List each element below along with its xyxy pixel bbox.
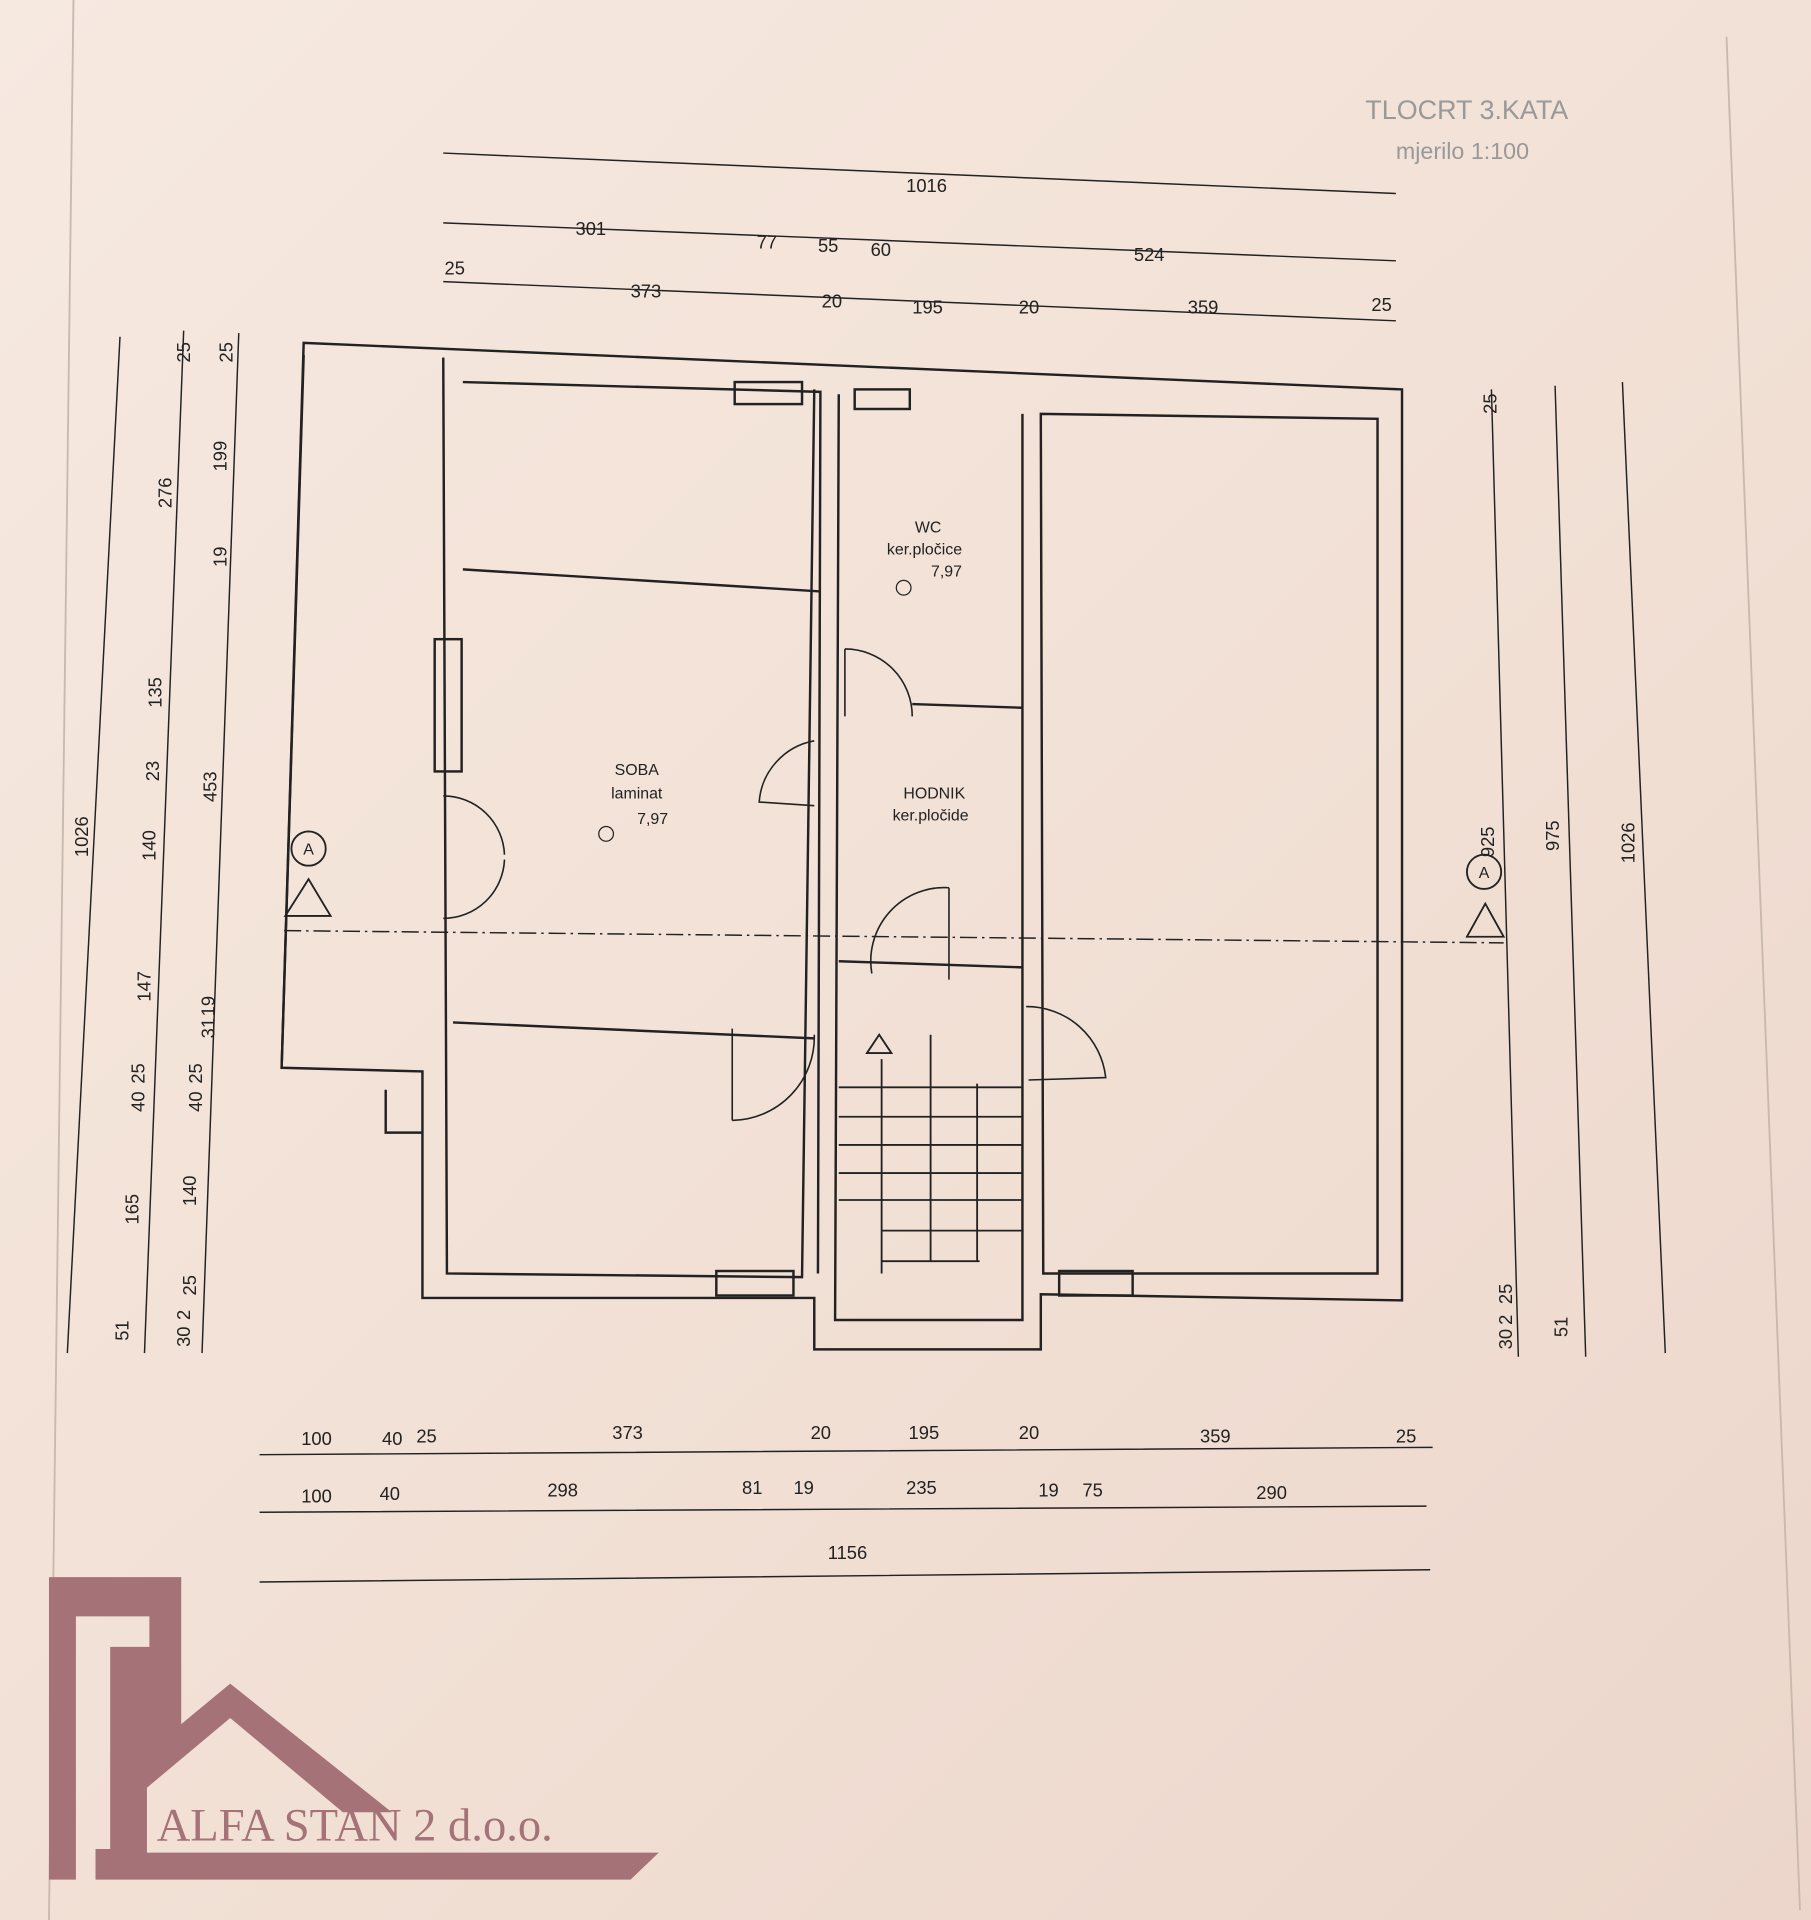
svg-text:laminat: laminat (611, 785, 663, 802)
svg-text:51: 51 (112, 1320, 133, 1340)
svg-text:276: 276 (154, 478, 175, 509)
dims-left: 1026 276 135 23 140 147 40 25 165 51 199… (71, 342, 236, 1347)
windows (433, 380, 1134, 1297)
svg-text:SOBA: SOBA (615, 762, 660, 779)
room-label-wc: WC ker.pločice 7,97 (887, 520, 962, 596)
dims-bottom-3: 1156 (828, 1542, 867, 1563)
svg-text:19: 19 (210, 547, 231, 567)
section-marker-right: A (1465, 853, 1506, 938)
svg-text:7,97: 7,97 (637, 811, 668, 828)
svg-text:1016: 1016 (906, 175, 947, 196)
walls (280, 341, 1404, 1351)
svg-text:25: 25 (444, 257, 464, 278)
dims-top-3: 25 373 20 195 20 359 25 (444, 257, 1391, 317)
company-logo: ALFA STAN 2 d.o.o. (48, 1577, 659, 1880)
svg-text:359: 359 (1188, 296, 1219, 317)
svg-text:25: 25 (127, 1063, 148, 1083)
svg-text:40: 40 (382, 1428, 402, 1449)
svg-text:100: 100 (301, 1428, 332, 1449)
svg-text:1026: 1026 (1618, 822, 1639, 863)
svg-text:A: A (303, 842, 314, 859)
svg-text:31: 31 (197, 1018, 218, 1038)
svg-text:2: 2 (173, 1310, 194, 1320)
svg-text:60: 60 (871, 239, 891, 260)
svg-text:25: 25 (1396, 1425, 1416, 1446)
svg-text:30: 30 (1495, 1329, 1516, 1349)
svg-text:1156: 1156 (828, 1542, 867, 1563)
svg-text:75: 75 (1082, 1479, 1102, 1500)
doors (443, 648, 1107, 1122)
svg-text:373: 373 (612, 1422, 643, 1443)
svg-text:359: 359 (1200, 1425, 1231, 1446)
svg-text:40: 40 (185, 1091, 206, 1111)
svg-text:20: 20 (811, 1422, 831, 1443)
plan-scale: mjerilo 1:100 (1396, 138, 1529, 164)
svg-text:40: 40 (127, 1091, 148, 1111)
svg-text:373: 373 (631, 281, 662, 302)
svg-text:195: 195 (912, 296, 943, 317)
svg-text:7,97: 7,97 (931, 564, 962, 581)
svg-text:40: 40 (380, 1483, 400, 1504)
svg-text:19: 19 (1038, 1479, 1058, 1500)
svg-text:25: 25 (179, 1275, 200, 1295)
svg-text:25: 25 (216, 342, 237, 362)
svg-text:55: 55 (818, 235, 838, 256)
svg-text:ker.pločice: ker.pločice (887, 542, 962, 559)
dims-bottom-1: 100 40 25 373 20 195 20 359 25 (301, 1422, 1416, 1449)
svg-text:20: 20 (822, 290, 842, 311)
svg-text:235: 235 (906, 1477, 937, 1498)
svg-text:25: 25 (1479, 393, 1500, 413)
svg-text:25: 25 (185, 1063, 206, 1083)
section-line (284, 929, 1504, 944)
svg-text:HODNIK: HODNIK (903, 785, 965, 802)
svg-text:51: 51 (1550, 1317, 1571, 1337)
svg-text:100: 100 (301, 1485, 332, 1506)
svg-text:23: 23 (142, 761, 163, 781)
svg-text:WC: WC (915, 520, 942, 537)
svg-text:975: 975 (1542, 820, 1563, 851)
svg-text:25: 25 (173, 342, 194, 362)
svg-text:20: 20 (1019, 296, 1039, 317)
svg-text:195: 195 (909, 1422, 940, 1443)
svg-text:25: 25 (1371, 294, 1391, 315)
svg-text:301: 301 (576, 218, 607, 239)
svg-text:199: 199 (210, 441, 231, 472)
svg-text:77: 77 (757, 232, 777, 253)
svg-text:453: 453 (200, 771, 221, 802)
dims-right: 25 925 975 1026 30 2 25 51 (1477, 393, 1639, 1349)
svg-text:20: 20 (1019, 1422, 1039, 1443)
stairs (838, 1033, 1023, 1274)
svg-text:30: 30 (173, 1327, 194, 1347)
dims-top-1: 1016 (906, 175, 947, 196)
paper-edge (1725, 36, 1801, 1911)
svg-text:19: 19 (197, 996, 218, 1016)
svg-text:290: 290 (1256, 1482, 1287, 1503)
svg-text:147: 147 (134, 971, 155, 1002)
dims-bottom-2: 100 40 298 81 19 235 19 75 290 (301, 1477, 1287, 1507)
svg-text:165: 165 (121, 1194, 142, 1225)
svg-text:135: 135 (145, 677, 166, 708)
svg-text:2: 2 (1495, 1315, 1516, 1325)
svg-text:A: A (1479, 865, 1490, 882)
svg-text:19: 19 (793, 1477, 813, 1498)
svg-text:524: 524 (1134, 244, 1165, 265)
room-label-hodnik: HODNIK ker.pločide (893, 785, 969, 824)
svg-text:25: 25 (1495, 1284, 1516, 1304)
svg-text:140: 140 (139, 830, 160, 861)
svg-text:925: 925 (1477, 827, 1498, 858)
room-label-soba: SOBA laminat 7,97 (598, 762, 668, 842)
svg-text:140: 140 (179, 1175, 200, 1206)
svg-text:ALFA STAN 2 d.o.o.: ALFA STAN 2 d.o.o. (157, 1800, 553, 1851)
svg-text:ker.pločide: ker.pločide (893, 807, 969, 824)
dims-top-2: 301 77 55 60 524 (576, 218, 1165, 265)
svg-text:1026: 1026 (71, 816, 92, 857)
svg-text:298: 298 (547, 1479, 578, 1500)
section-marker-left: A (283, 830, 333, 917)
dimension-lines (66, 152, 1667, 1583)
svg-text:25: 25 (416, 1425, 436, 1446)
svg-text:81: 81 (742, 1477, 762, 1498)
plan-title: TLOCRT 3.KATA (1365, 95, 1568, 125)
